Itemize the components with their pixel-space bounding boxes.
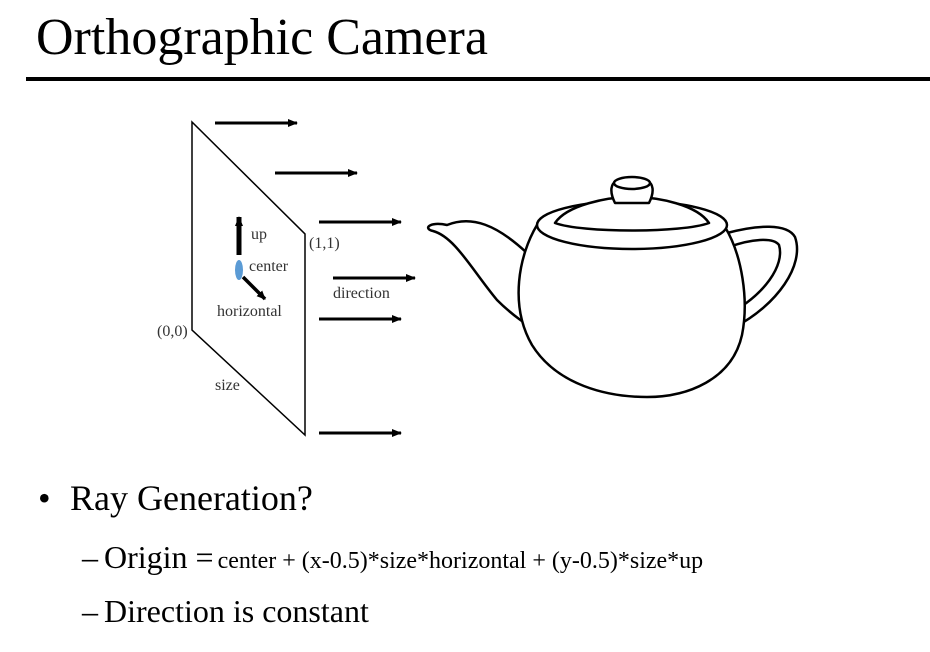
horizontal-arrow [241,275,267,301]
bullet-dot: • [38,478,51,518]
up-label: up [251,226,267,243]
horizontal-label: horizontal [217,303,282,320]
title-underline [26,77,930,81]
teapot-knob-top [612,175,652,191]
orthographic-camera-diagram: up center horizontal (0,0) (1,1) directi… [137,105,800,442]
corner-min-label: (0,0) [157,323,188,340]
teapot-lid [553,195,711,232]
bullet-item: • Ray Generation? [38,474,313,522]
bullet-main-text: Ray Generation? [70,478,313,518]
sub-bullet-dash: – [82,539,98,575]
teapot [427,175,799,399]
origin-lead: Origin = [104,539,214,575]
teapot-spout [427,220,544,335]
direction-text: Direction is constant [104,593,369,629]
center-label: center [249,258,289,275]
sub-bullet-direction: –Direction is constant [82,590,369,639]
size-label: size [215,377,240,394]
corner-max-label: (1,1) [309,235,340,252]
sub-bullet-dash: – [82,593,98,629]
center-marker [235,260,243,280]
image-plane [191,120,306,437]
sub-bullet-origin: –Origin = center + (x-0.5)*size*horizont… [82,536,703,585]
origin-formula: center + (x-0.5)*size*horizontal + (y-0.… [217,548,704,574]
slide-title: Orthographic Camera [36,9,488,66]
diagram-canvas: up center horizontal (0,0) (1,1) directi… [157,119,799,437]
direction-label: direction [333,285,390,302]
